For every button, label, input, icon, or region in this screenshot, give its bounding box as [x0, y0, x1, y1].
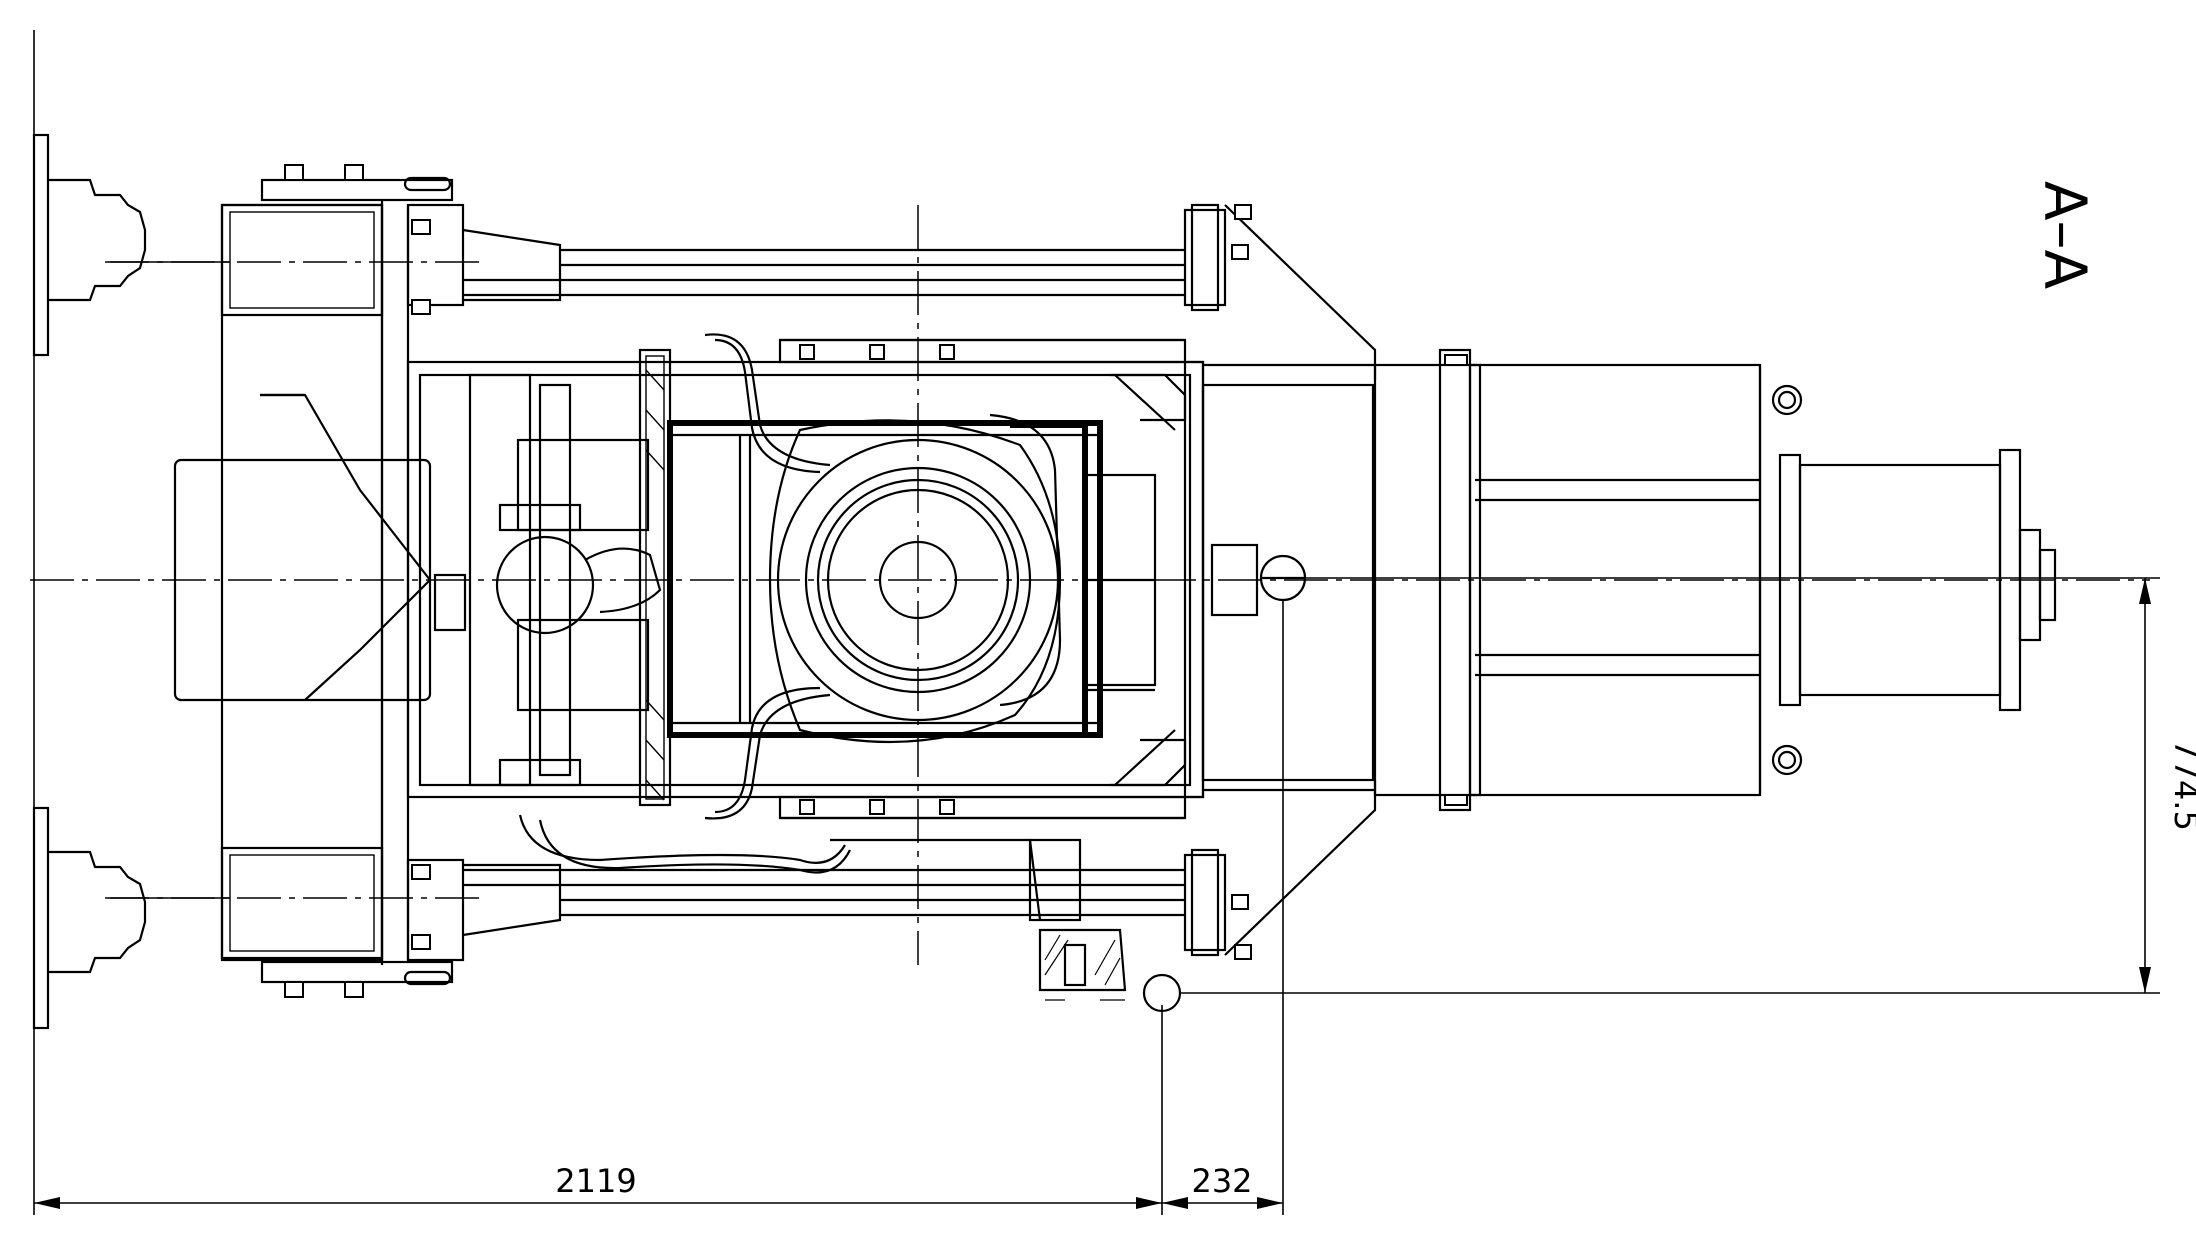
hydraulic-hoses	[518, 333, 1062, 874]
bolt-row-top-left	[260, 164, 454, 202]
dimension-774-5: 774.5	[2167, 739, 2196, 831]
bottom-bracket	[830, 838, 1182, 1013]
clamp-plates	[638, 348, 672, 807]
dimension-232: 232	[1191, 1162, 1252, 1200]
left-flange-lower	[32, 806, 384, 1030]
center-lines	[30, 205, 2150, 965]
central-housing	[406, 338, 1205, 820]
left-flange-upper	[32, 133, 384, 357]
elbow-pipe	[433, 535, 662, 635]
main-bearing	[768, 419, 1062, 744]
upper-tie-bar	[406, 203, 1227, 312]
bolt-row-bottom-left	[260, 960, 454, 998]
fasteners	[411, 204, 1468, 960]
section-label: A–A	[2031, 181, 2099, 290]
dimension-2119: 2119	[555, 1162, 636, 1200]
bearing-frame	[667, 420, 1157, 738]
lower-tie-bar	[406, 848, 1227, 962]
dimension-lines	[33, 30, 2160, 1215]
